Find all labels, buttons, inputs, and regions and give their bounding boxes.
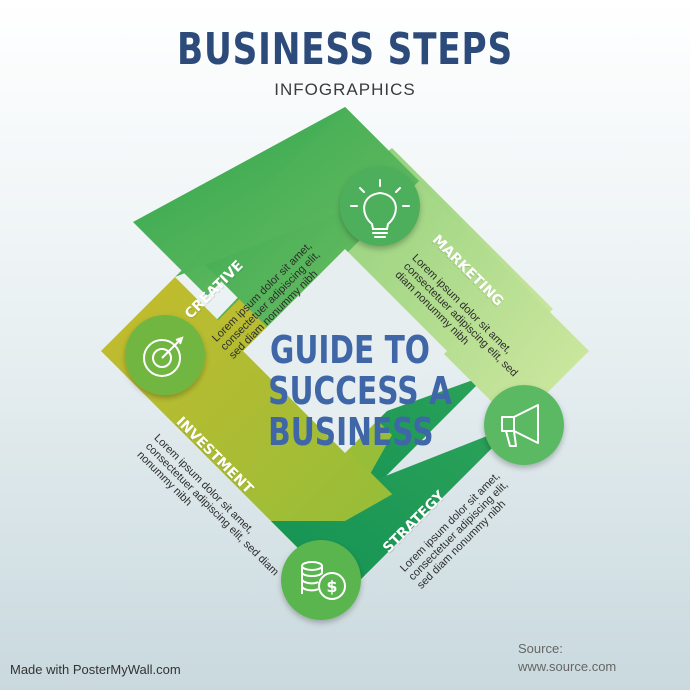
icon-circle-strategy [484, 385, 564, 465]
lightbulb-icon [350, 179, 410, 238]
source-label: Source: [518, 641, 563, 656]
coins-dollar-icon: $ [301, 561, 346, 600]
title: BUSINESS STEPS [177, 24, 513, 75]
band-creative-main [101, 107, 419, 351]
center-heading: GUIDE TO SUCCESS A BUSINESS [245, 330, 455, 453]
made-with-credit: Made with PosterMyWall.com [10, 662, 181, 677]
source-url: www.source.com [518, 659, 617, 674]
source-note: Source: www.source.com [518, 640, 616, 676]
center-line: BUSINESS [268, 410, 434, 454]
center-line: GUIDE TO [269, 328, 430, 372]
svg-text:$: $ [326, 577, 337, 596]
subtitle: INFOGRAPHICS [274, 80, 416, 99]
megaphone-icon [501, 404, 539, 447]
band-marketing [345, 107, 589, 425]
target-icon [143, 336, 184, 377]
band-strategy-overlap [271, 351, 589, 595]
inner-diamond [243, 249, 447, 453]
center-line: SUCCESS A [268, 369, 452, 413]
icon-circle-marketing [340, 166, 420, 246]
